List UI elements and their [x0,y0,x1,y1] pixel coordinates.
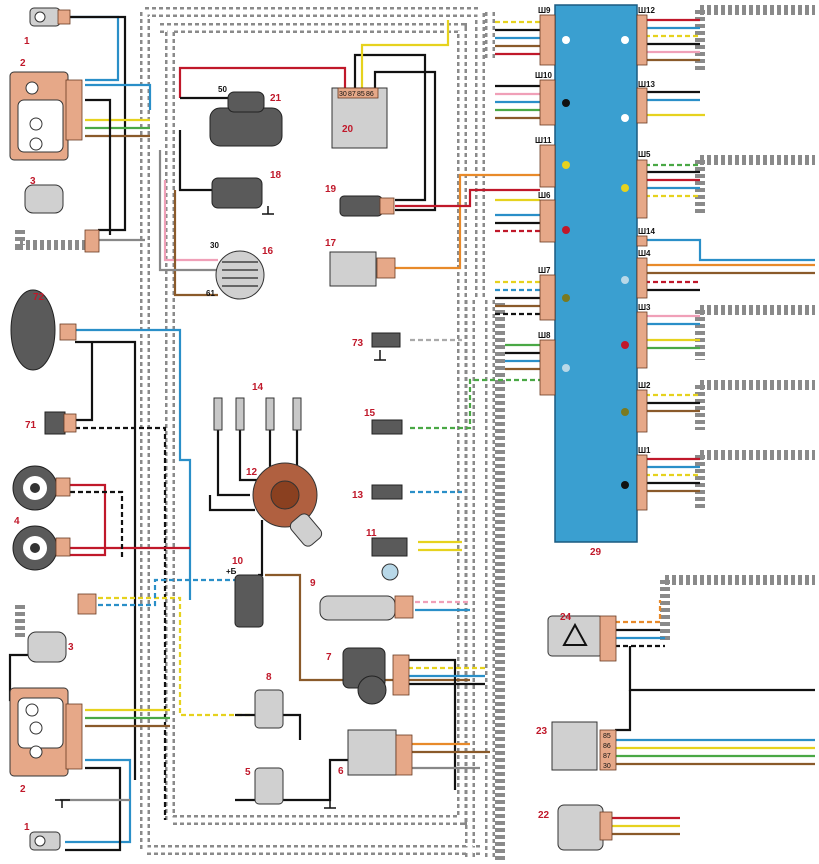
main-harness [15,5,815,860]
fusebox-conn-sh1: Ш1 [638,446,651,455]
fusebox-conn-sh2: Ш2 [638,381,651,390]
fusebox-conn-sh3: Ш3 [638,303,651,312]
ground-symbols [55,206,386,809]
sensor-5 [254,767,284,805]
fan-switch [44,411,66,435]
label-1-bottom: 1 [24,822,30,833]
label-10: 10 [232,556,244,567]
label-20: 20 [342,124,354,135]
sensor-13 [371,484,403,500]
label-73: 73 [352,338,364,349]
cooling-fan [10,289,56,371]
label-5: 5 [245,767,251,778]
label-17: 17 [325,238,337,249]
flasher-22 [557,804,604,851]
fusebox-conn-sh6: Ш6 [538,191,551,200]
sensor-11 [371,537,408,557]
label-13: 13 [352,490,364,501]
fusebox-conn-sh5: Ш5 [638,150,651,159]
generator [215,250,265,300]
label-1-top: 1 [24,36,30,47]
washer-motor-bottom [27,631,67,663]
relay-23 [551,721,598,771]
label-23: 23 [536,726,548,737]
terminal-23-30: 30 [603,763,611,770]
label-3-top: 3 [30,176,36,187]
sensor-8 [254,689,284,729]
terminal-30: 30 [210,241,219,250]
label-22: 22 [538,810,550,821]
fuse-box: Ш9 Ш10 Ш11 Ш6 Ш7 Ш8 Ш12 Ш13 Ш5 Ш14 Ш4 Ш3… [535,4,655,558]
label-11: 11 [366,528,377,539]
terminal-labels: 50 30 61 +Б 30 87 85 86 85 86 87 30 [206,85,611,770]
devices [9,7,617,851]
terminal-61: 61 [206,289,215,298]
label-14: 14 [252,382,264,393]
wires [8,15,815,852]
fusebox-conn-sh4: Ш4 [638,249,651,258]
terminal-plus-b: +Б [226,567,237,576]
label-21: 21 [270,93,282,104]
fusebox-conn-sh8: Ш8 [538,331,551,340]
label-8: 8 [266,672,272,683]
relay-6 [347,729,397,776]
label-3-bottom: 3 [68,642,74,653]
sensor-15 [371,419,403,435]
washer-motor-top [24,184,64,214]
ignition-switch [339,195,383,217]
terminal-20-86: 86 [366,91,374,98]
label-18: 18 [270,170,282,181]
terminal-20-85: 85 [357,91,365,98]
fusebox-conn-sh9: Ш9 [538,6,551,15]
terminal-23-86: 86 [603,743,611,750]
starter [209,107,283,147]
fusebox-conn-sh13: Ш13 [638,80,655,89]
label-4: 4 [14,516,20,527]
fusebox-conn-sh11: Ш11 [535,136,552,145]
spark-plugs [213,397,302,431]
label-2-bottom: 2 [20,784,26,795]
label-6: 6 [338,766,344,777]
sensor-73 [371,332,401,348]
solenoid-9 [319,595,396,621]
label-16: 16 [262,246,274,257]
label-9: 9 [310,578,316,589]
fusebox-conn-sh10: Ш10 [535,71,552,80]
label-24: 24 [560,612,572,623]
hazard-switch [547,615,604,657]
voltage-regulator [211,177,263,209]
label-29: 29 [590,547,602,558]
terminal-20-87: 87 [348,91,356,98]
fusebox-conn-sh7: Ш7 [538,266,551,275]
label-12: 12 [246,467,258,478]
label-2-top: 2 [20,58,26,69]
terminal-20-30: 30 [339,91,347,98]
label-19: 19 [325,184,337,195]
fusebox-conn-sh12: Ш12 [638,6,655,15]
label-71: 71 [25,420,37,431]
component-labels: 1 2 3 72 71 4 3 2 1 21 18 16 20 19 17 73… [14,36,572,833]
terminal-23-87: 87 [603,753,611,760]
fusebox-conn-sh14: Ш14 [638,227,655,236]
label-72: 72 [33,292,45,303]
label-7: 7 [326,652,332,663]
label-15: 15 [364,408,376,419]
terminal-50: 50 [218,85,227,94]
sensor-17 [329,251,377,287]
terminal-23-85: 85 [603,733,611,740]
ignition-coil [234,574,264,628]
